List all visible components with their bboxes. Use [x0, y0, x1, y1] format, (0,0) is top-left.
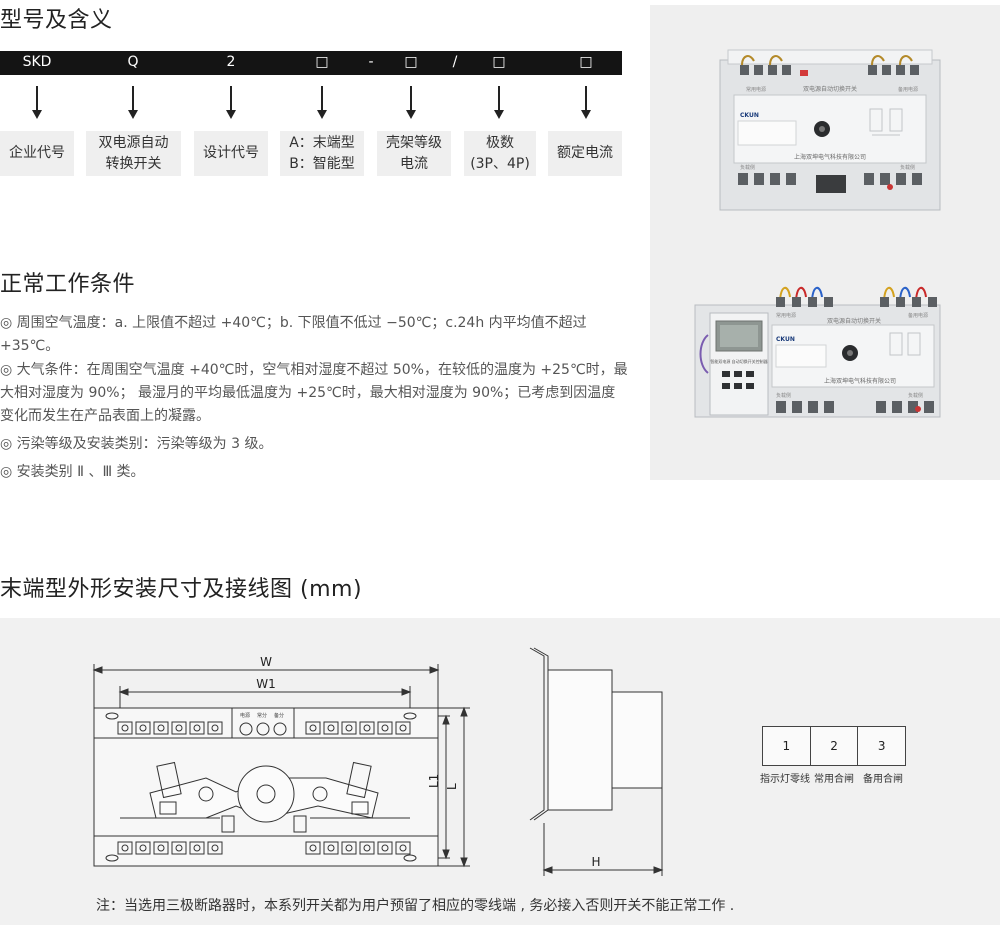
legend-label: 指示灯零线	[760, 774, 810, 785]
code-box-text: 极数	[486, 134, 514, 151]
wiring-legend-table: 1 2 3	[762, 726, 906, 766]
code-box-poles: 极数 (3P、4P)	[464, 131, 536, 176]
down-arrow-icon	[494, 86, 504, 120]
down-arrow-icon	[128, 86, 138, 120]
code-segment: /	[452, 54, 458, 70]
code-segment: Q	[127, 54, 139, 70]
product-intelligent-type: 智能双电源 自动切换开关控制器 双电源自动切换开关 常用电源 备用电源 CKUN…	[694, 287, 941, 418]
product-label-text: 负载侧	[776, 392, 791, 399]
dim-l1-label: L1	[427, 774, 441, 788]
product-title-text: 双电源自动切换开关	[827, 317, 881, 325]
legend-cell: 1	[763, 727, 811, 765]
legend-label: 备用合闸	[863, 774, 903, 785]
code-segment: 2	[226, 54, 236, 70]
controller-text: 智能双电源 自动切换开关控制器	[710, 358, 767, 364]
model-section-title: 型号及含义	[0, 8, 113, 33]
condition-atmosphere: ◎ 大气条件：在周围空气温度 +40℃时，空气相对湿度不超过 50%，在较低的温…	[0, 362, 628, 424]
code-box-text: 双电源自动	[98, 134, 169, 151]
dim-h-label: H	[591, 855, 600, 869]
code-box-product: 双电源自动 转换开关	[86, 131, 181, 176]
code-box-design: 设计代号	[194, 131, 268, 176]
down-arrow-icon	[32, 86, 42, 120]
down-arrow-icon	[406, 86, 416, 120]
code-segment: □	[492, 54, 506, 70]
code-box-company: 企业代号	[0, 131, 74, 176]
indicator-label: 电源	[240, 712, 250, 719]
condition-temperature: ◎ 周围空气温度：a. 上限值不超过 +40℃；b. 下限值不低过 −50℃；c…	[0, 315, 587, 354]
code-box-text: 壳架等级	[386, 134, 442, 151]
code-segment: □	[404, 54, 418, 70]
product-label-text: 负载侧	[740, 164, 755, 171]
product-photo-panel: 双电源自动切换开关 常用电源 备用电源 CKUN 上海双坤电气科技有限公司 负载…	[650, 5, 1000, 480]
product-brand-text: CKUN	[740, 112, 759, 119]
code-segment: □	[579, 54, 593, 70]
down-arrow-icon	[317, 86, 327, 120]
product-label-text: 备用电源	[898, 86, 918, 93]
product-illustration: 双电源自动切换开关 常用电源 备用电源 CKUN 上海双坤电气科技有限公司 负载…	[694, 49, 941, 418]
condition-install-category: ◎ 安装类别 Ⅱ 、Ⅲ 类。	[0, 464, 145, 480]
product-label-text: 负载侧	[908, 392, 923, 399]
code-box-text: 设计代号	[203, 145, 259, 161]
code-box-text: 额定电流	[557, 145, 613, 161]
indicator-label: 常分	[257, 712, 267, 719]
code-box-text: 电流	[400, 155, 428, 172]
conditions-section-title: 正常工作条件	[0, 272, 136, 297]
legend-cell: 2	[811, 727, 859, 765]
code-box-text: (3P、4P)	[470, 155, 530, 172]
product-brand-text: CKUN	[776, 336, 795, 343]
code-segment: -	[368, 54, 374, 70]
dimension-drawing: W W1 L1 L H 电源 常分 备分	[92, 647, 664, 876]
drawing-note: 注：当选用三极断路器时，本系列开关都为用户预留了相应的零线端 , 务必接入否则开…	[96, 898, 735, 914]
code-segment: □	[315, 54, 329, 70]
model-code-bar: SKD Q 2 □ - □ / □ □	[0, 51, 622, 75]
dim-w-label: W	[260, 655, 272, 669]
code-box-text: B：智能型	[289, 155, 355, 172]
legend-cell: 3	[877, 739, 886, 753]
product-company-text: 上海双坤电气科技有限公司	[824, 377, 896, 385]
dim-l-label: L	[445, 783, 459, 790]
product-company-text: 上海双坤电气科技有限公司	[794, 153, 866, 161]
code-box-text: 转换开关	[105, 155, 162, 172]
product-label-text: 常用电源	[746, 86, 766, 93]
drawing-section-title: 末端型外形安装尺寸及接线图 (mm)	[0, 577, 363, 602]
down-arrow-icon	[226, 86, 236, 120]
product-label-text: 常用电源	[776, 312, 796, 319]
condition-pollution: ◎ 污染等级及安装类别：污染等级为 3 级。	[0, 436, 273, 452]
product-title-text: 双电源自动切换开关	[803, 85, 857, 93]
product-label-text: 备用电源	[908, 312, 928, 319]
down-arrow-icon	[581, 86, 591, 120]
code-box-frame: 壳架等级 电流	[377, 131, 451, 176]
code-box-type: A：末端型 B：智能型	[280, 131, 364, 176]
legend-label: 常用合闸	[814, 774, 854, 785]
dimension-drawing-panel: W W1 L1 L H 电源 常分 备分	[0, 618, 1000, 925]
code-box-text: 企业代号	[9, 145, 65, 161]
code-box-current: 额定电流	[548, 131, 622, 176]
code-segment: SKD	[22, 54, 52, 70]
product-end-type: 双电源自动切换开关 常用电源 备用电源 CKUN 上海双坤电气科技有限公司 负载…	[719, 49, 941, 211]
product-label-text: 负载侧	[900, 164, 915, 171]
dim-w1-label: W1	[256, 677, 276, 691]
indicator-label: 备分	[274, 712, 284, 719]
code-box-text: A：末端型	[289, 134, 355, 151]
